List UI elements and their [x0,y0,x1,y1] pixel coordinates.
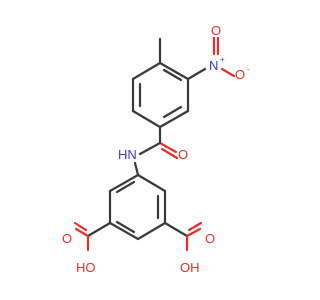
toluene-ring [131,61,190,129]
nitro-plus-label: + [220,55,225,64]
acid-left-o-label: O [62,231,72,246]
nitro-o-double-label: O [211,23,221,38]
nitro-minus-label: - [247,65,250,74]
bond-n-ring [133,161,140,177]
bond-acid-right-o [185,227,202,238]
bond-nitro-o-single [220,67,236,78]
bond-ring-acid-left [86,221,112,238]
isophthalic-ring [108,173,167,241]
nitro-n-label: N [209,58,218,73]
molecule-structure: O N + O - O HN O HO O OH [62,23,250,275]
acid-left-oh-label: HO [76,260,96,275]
bond-carbonyl-o [158,141,178,154]
acid-right-o-label: O [205,231,215,246]
amide-nh-label: HN [118,147,137,162]
bond-ring-nitro [186,67,207,81]
bond-ring-acid-right [163,221,189,238]
bond-acid-left-o [74,227,90,238]
nitro-o-single-label: O [235,67,245,82]
amide-o-label: O [178,147,188,162]
acid-right-oh-label: OH [180,260,200,275]
bond-carbonyl-n [138,141,162,156]
